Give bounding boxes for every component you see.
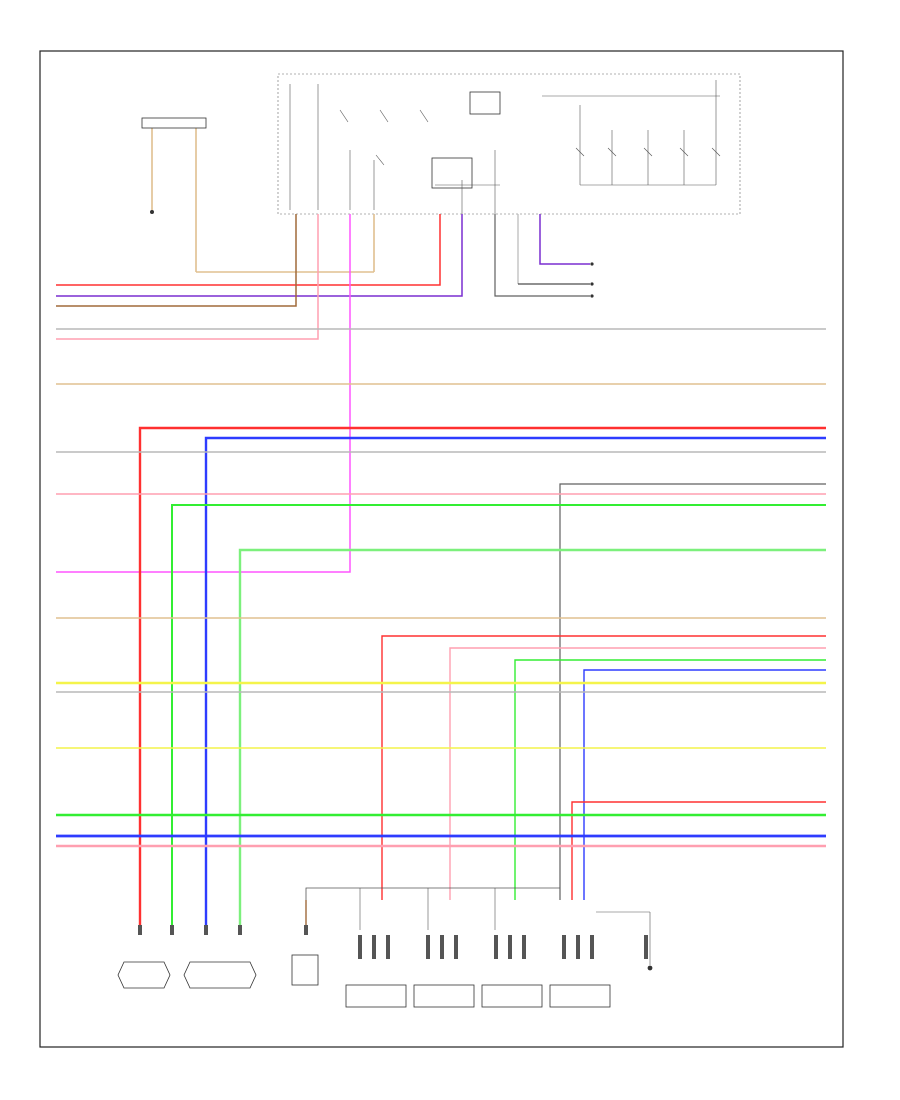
switch-contact-icon (339, 109, 349, 123)
diagram-frame (39, 50, 844, 1048)
connector-block-3 (481, 984, 543, 1008)
wire-brown-top (56, 214, 297, 307)
connector-block-2 (413, 984, 475, 1008)
control-module-boundary (277, 73, 741, 215)
wire-red-3 (571, 801, 826, 900)
connector-pin-icon (562, 935, 566, 959)
wire-purple-right (539, 214, 590, 265)
connector-pin-icon (454, 935, 458, 959)
connector-pin-icon (358, 935, 362, 959)
wire-green-2 (238, 548, 826, 930)
connector-pin-icon (440, 935, 444, 959)
connector-pin-icon (426, 935, 430, 959)
bottom-bus (305, 887, 560, 900)
connector-pin-icon (372, 935, 376, 959)
wire-blue-main (204, 436, 826, 930)
wire-grey-drop (559, 483, 826, 900)
connector-pin-icon (590, 282, 594, 286)
connector-pin-icon (576, 935, 580, 959)
connector-pin-icon (590, 262, 594, 266)
wire-violet-long (56, 214, 351, 573)
connector-block-1 (345, 984, 407, 1008)
switch-contact-icon (375, 154, 385, 166)
left-sensor-component (117, 961, 171, 989)
wire-grey-right (494, 214, 590, 297)
wire-red-main (138, 426, 826, 930)
connector-pin-icon (522, 935, 526, 959)
wire-green-3 (514, 659, 826, 900)
right-sensor-component (183, 961, 257, 989)
wire-red-2 (381, 635, 826, 900)
relay-block (469, 91, 501, 115)
connector-pin-icon (494, 935, 498, 959)
connector-pin-icon (508, 935, 512, 959)
switch-contact-icon (419, 109, 429, 123)
connector-pin-icon (386, 935, 390, 959)
connector-pin-icon (304, 925, 308, 935)
connector-pin-icon (238, 925, 242, 935)
connector-pin-icon (590, 294, 594, 298)
wire-green-1 (171, 504, 826, 930)
switch-contact-icon (575, 147, 585, 157)
connector-pin-icon (590, 935, 594, 959)
switch-contact-icon (607, 147, 617, 157)
connector-pin-icon (170, 925, 174, 935)
connector-block-4 (549, 984, 611, 1008)
wire-pink-top (56, 214, 319, 340)
switch-contact-icon (711, 147, 721, 157)
wire-red-top (56, 214, 441, 286)
connector-pins (138, 925, 648, 959)
connector-pin-icon (138, 925, 142, 935)
ground-icon (150, 210, 154, 214)
center-relay-component (291, 954, 319, 986)
switch-contact-icon (679, 147, 689, 157)
switch-block (431, 157, 473, 189)
connector-pin-icon (644, 935, 648, 959)
wire-blue-2 (583, 669, 826, 900)
wire-pink-2 (449, 647, 826, 900)
switch-contact-icon (643, 147, 653, 157)
connector-pin-icon (204, 925, 208, 935)
wire-violet-top (56, 214, 463, 297)
ground-icon (647, 965, 653, 971)
switch-contact-icon (379, 109, 389, 123)
top-left-connector (141, 117, 207, 129)
